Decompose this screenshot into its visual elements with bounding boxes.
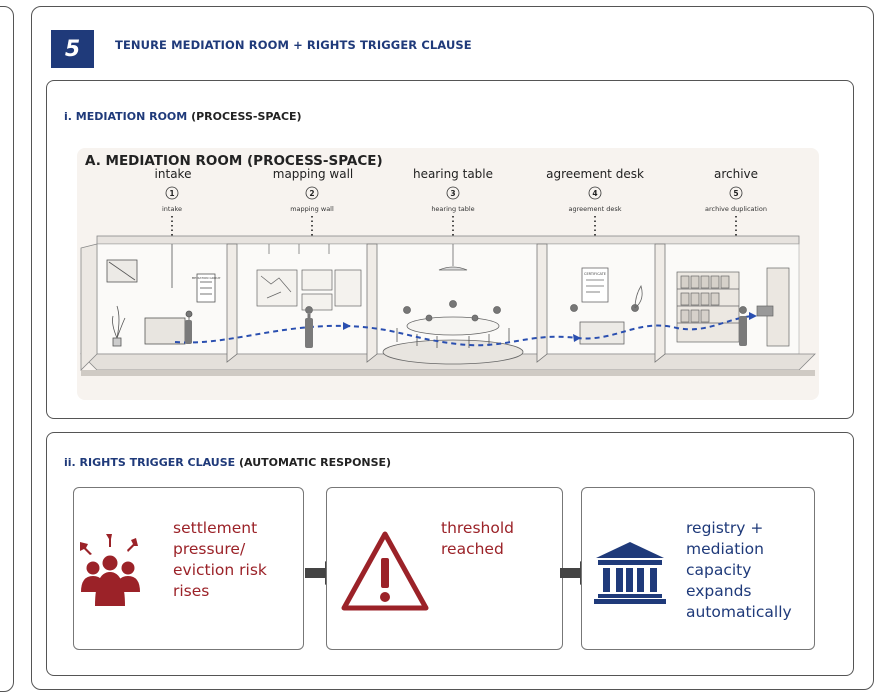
station-marker-5 [729,186,743,200]
station-num-1: 1 [169,189,174,198]
trigger-step-1-line: rises [173,582,210,600]
trigger-step-3-line: registry + [686,519,764,537]
rights-trigger-title-main: ii. RIGHTS TRIGGER CLAUSE [64,456,236,469]
station-num-2: 2 [309,189,314,198]
trigger-step-2-text: threshold reached [441,518,514,560]
section-number-badge: 5 [51,30,94,68]
trigger-step-1-line: settlement [173,519,258,537]
notice-board-text: MEDIATION GROUP [192,276,221,280]
flow-arrowhead-2 [573,334,581,342]
station-label-hearing: hearing table [413,167,493,181]
mediation-room-title-main: i. MEDIATION ROOM [64,110,188,123]
mediation-room-title: i. MEDIATION ROOM (PROCESS-SPACE) [64,110,302,123]
intake-room [106,244,216,347]
mediation-room-illustration: A. MEDIATION ROOM (PROCESS-SPACE) intake… [80,153,816,376]
station-small-4: agreement desk [569,205,622,213]
trigger-step-2-line: reached [441,540,504,558]
trigger-step-1-line: eviction risk [173,561,267,579]
trigger-step-3-line: capacity [686,561,752,579]
station-small-1: intake [162,205,182,213]
trigger-step-2-line: threshold [441,519,514,537]
station-label-archive: archive [714,167,758,181]
station-small-2: mapping wall [290,205,334,213]
rights-trigger-title: ii. RIGHTS TRIGGER CLAUSE (AUTOMATIC RES… [64,456,391,469]
mediation-room-title-sub: (PROCESS-SPACE) [187,110,302,123]
mapping-wall-room [256,244,362,348]
flow-arrowhead-3 [749,312,757,320]
station-label-agreement: agreement desk [546,167,644,181]
trigger-step-3-text: registry + mediation capacity expands au… [686,518,792,623]
station-marker-2 [305,186,319,200]
station-num-4: 4 [592,189,597,198]
station-num-3: 3 [450,189,455,198]
institution-building-icon [594,542,666,604]
station-small-5: archive duplication [705,205,767,213]
process-flow-path [174,315,754,347]
station-label-intake: intake [155,167,192,181]
flow-arrowhead-1 [343,322,351,330]
left-adjacent-panel [0,6,14,692]
station-label-mapping: mapping wall [273,167,353,181]
station-marker-1 [165,186,179,200]
trigger-step-3-line: expands [686,582,752,600]
warning-triangle-icon [341,531,429,611]
archive-room [676,267,790,347]
people-pins-icon [80,534,140,606]
agreement-room [570,267,643,345]
rights-trigger-title-sub: (AUTOMATIC RESPONSE) [235,456,392,469]
certificate-text: CERTIFICATE [584,272,606,276]
station-num-5: 5 [733,189,738,198]
trigger-step-1-line: pressure/ [173,540,246,558]
station-small-3: hearing table [431,205,474,213]
trigger-step-1-text: settlement pressure/ eviction risk rises [173,518,267,602]
station-marker-3 [446,186,460,200]
people-figures [185,316,747,348]
trigger-step-3-line: automatically [686,603,792,621]
station-marker-4 [588,186,602,200]
trigger-step-3-line: mediation [686,540,764,558]
illustration-heading: A. MEDIATION ROOM (PROCESS-SPACE) [85,153,383,169]
section-title: TENURE MEDIATION ROOM + RIGHTS TRIGGER C… [115,38,472,52]
